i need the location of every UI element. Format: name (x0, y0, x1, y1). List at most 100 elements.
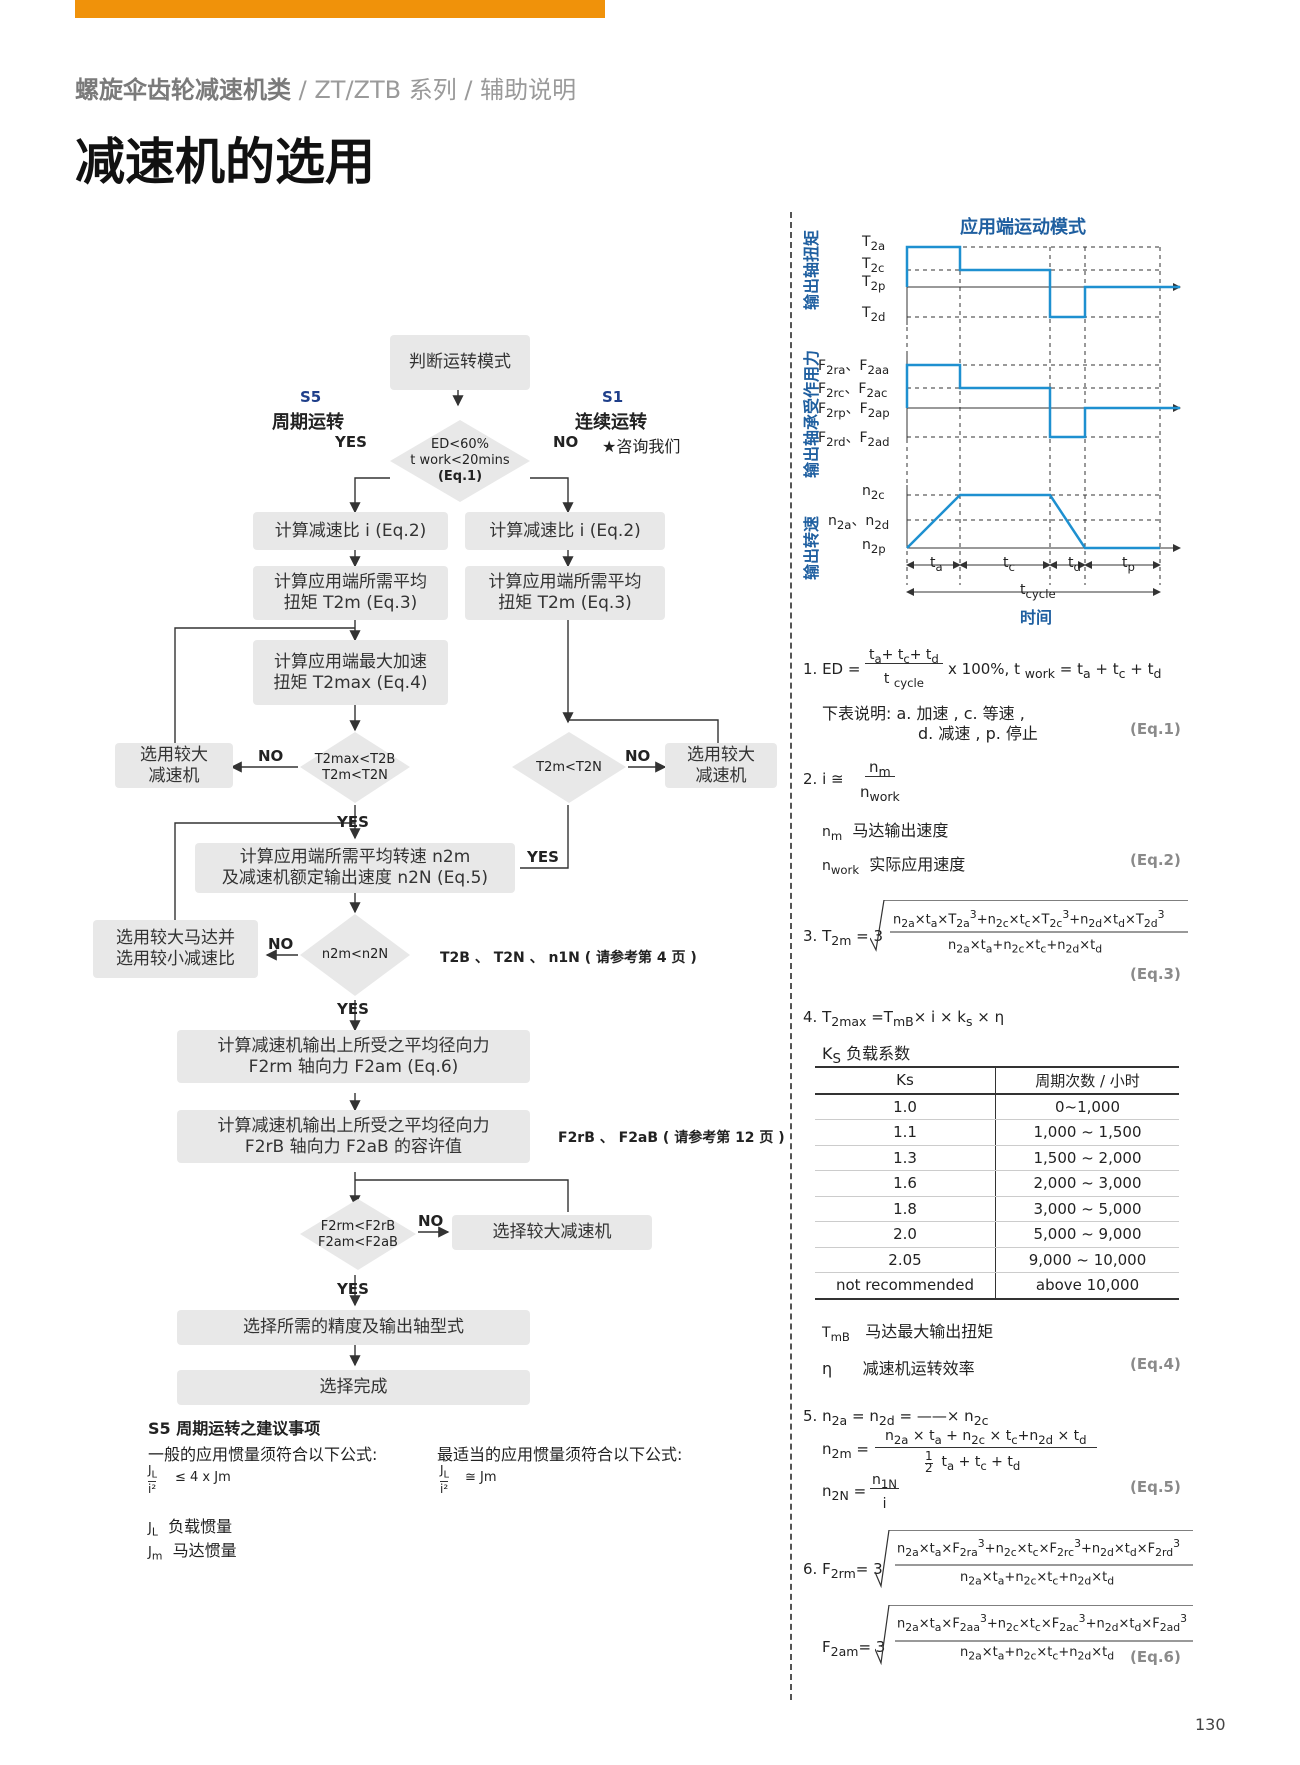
td-label: td (1068, 555, 1081, 574)
ks-cell: 1.1 (815, 1119, 996, 1146)
ratio-box-s1: 计算减速比 i (Eq.2) (465, 512, 665, 550)
s5-label: 周期运转 (272, 412, 344, 433)
ks-cell: 1,500 ~ 2,000 (995, 1145, 1179, 1171)
eq2-label: (Eq.2) (1130, 851, 1181, 869)
tcycle-label: tcycle (1020, 582, 1056, 601)
eta-row: η 减速机运转效率 (822, 1359, 975, 1378)
max-torque-box: 计算应用端最大加速扭矩 T2max (Eq.4) (253, 640, 448, 705)
n2p-tick: n2p (862, 537, 886, 556)
f2rm-denominator: n2a×ta+n2c×tc+n2d×td (960, 1570, 1115, 1588)
ks-cell: 2.0 (815, 1221, 996, 1248)
page-number: 130 (1195, 1715, 1226, 1734)
no-label: NO (418, 1212, 444, 1230)
start-box: 判断运转模式 (390, 335, 530, 390)
n2a-tick: n2a、n2d (828, 513, 890, 532)
precision-box: 选择所需的精度及输出轴型式 (177, 1310, 530, 1345)
yes-label: YES (527, 848, 559, 866)
nwork-row: nwork 实际应用速度 (822, 855, 966, 877)
choose-bigger-box: 选择较大减速机 (452, 1215, 652, 1250)
motion-chart (905, 245, 1181, 596)
accent-bar (75, 0, 605, 18)
t2c-tick: T2c (862, 256, 885, 275)
yes-label: YES (337, 813, 369, 831)
t2d-tick: T2d (862, 305, 886, 324)
f2am-numerator: n2a×ta×F2aa3+n2c×tc×F2ac3+n2d×td×F2ad3 (897, 1612, 1188, 1634)
decision-ed: ED<60%t work<20mins(Eq.1) (388, 418, 532, 504)
breadcrumb: 螺旋伞齿轮减速机类 / ZT/ZTB 系列 / 辅助说明 (75, 76, 577, 104)
ks-cell: 1.3 (815, 1145, 996, 1171)
avg-torque-box-s1: 计算应用端所需平均扭矩 T2m (Eq.3) (465, 566, 665, 620)
eq1-label: (Eq.1) (1130, 720, 1181, 738)
ratio-box-s5: 计算减速比 i (Eq.2) (253, 512, 448, 550)
ks-cell: not recommended (815, 1272, 996, 1300)
n2c-tick: n2c (862, 483, 885, 502)
legend-line-1: 下表说明: a. 加速 , c. 等速 , (822, 704, 1025, 723)
avg-torque-box-s5: 计算应用端所需平均扭矩 T2m (Eq.3) (253, 566, 448, 620)
legend-line-2: d. 减速 , p. 停止 (918, 724, 1038, 743)
eq6-label: (Eq.6) (1130, 1648, 1181, 1666)
ks-cell: 5,000 ~ 9,000 (995, 1221, 1179, 1248)
bigger-reducer-box-left: 选用较大减速机 (115, 743, 233, 788)
formula-t2m: 3. T2m = 3 (803, 927, 884, 948)
decision-speed: n2m<n2N (298, 912, 412, 998)
yes-label: YES (337, 1000, 369, 1018)
t2m-denominator: n2a×ta+n2c×tc+n2d×td (948, 938, 1103, 956)
ks-cell: above 10,000 (995, 1272, 1179, 1300)
no-label: NO (268, 935, 294, 953)
f2rm-numerator: n2a×ta×F2ra3+n2c×tc×F2rc3+n2d×td×F2rd3 (897, 1537, 1181, 1559)
yes-label: YES (335, 433, 367, 451)
ks-cell: 1.8 (815, 1196, 996, 1222)
jm-row: Jm 马达惯量 (148, 1541, 237, 1563)
s5-optimal-text: 最适当的应用惯量须符合以下公式: (437, 1445, 683, 1464)
ref-page-12: F2rB 、 F2aB ( 请参考第 12 页 ) (558, 1130, 785, 1146)
optimal-formula: ≅ Jm (465, 1470, 497, 1485)
nm-row: nm 马达输出速度 (822, 821, 949, 843)
formula-f2rm: 6. F2rm= 3 (803, 1560, 883, 1581)
jl-row: JL 负载惯量 (148, 1517, 233, 1539)
f2rm-radical (875, 1530, 1193, 1589)
ks-header-cell: 周期次数 / 小时 (995, 1066, 1179, 1095)
ks-cell: 9,000 ~ 10,000 (995, 1247, 1179, 1273)
n2m-numerator: n2a × ta + n2c × tc+n2d × td (875, 1428, 1097, 1448)
f2rp-tick: F2rp、F2ap (818, 401, 890, 420)
f2rc-tick: F2rc、F2ac (818, 381, 888, 400)
tp-label: tp (1122, 555, 1135, 574)
formula-ed-rest: x 100%, t work = ta + tc + td (948, 660, 1162, 681)
s5-code: S5 (300, 388, 322, 406)
ref-page-4: T2B 、 T2N 、 n1N ( 请参考第 4 页 ) (440, 950, 697, 966)
s5-notes-title: S5 周期运转之建议事项 (148, 1419, 321, 1438)
f2ra-tick: F2ra、F2aa (818, 358, 890, 377)
s5-general-text: 一般的应用惯量须符合以下公式: (148, 1445, 378, 1464)
formula-f2am: F2am= 3 (822, 1638, 886, 1659)
formula-n2m: n2m = (822, 1440, 869, 1461)
yes-label: YES (337, 1280, 369, 1298)
motion-chart-title: 应用端运动模式 (960, 217, 1086, 238)
done-box: 选择完成 (177, 1370, 530, 1405)
formula-i: 2. i ≅ (803, 770, 844, 788)
f2am-denominator: n2a×ta+n2c×tc+n2d×td (960, 1645, 1115, 1663)
ks-cell: 1.6 (815, 1170, 996, 1197)
flow-connectors (174, 390, 719, 1367)
tc-label: tc (1003, 555, 1015, 574)
bigger-motor-box: 选用较大马达并选用较小减速比 (93, 920, 258, 978)
eq5-label: (Eq.5) (1130, 1478, 1181, 1496)
formula-n2n: n2N = (822, 1482, 867, 1503)
decision-torque-s1: T2m<T2N (510, 730, 628, 805)
formula-n2a: 5. n2a = n2d = ——× n2c (803, 1407, 989, 1428)
